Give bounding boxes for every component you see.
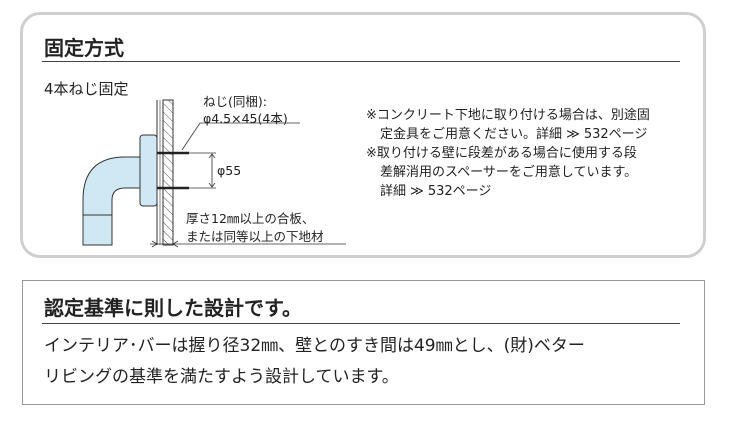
- fixing-method-panel: [20, 12, 706, 258]
- certification-panel: [22, 280, 705, 405]
- note-line: ※取り付ける壁に段差がある場合に使用する段: [366, 146, 637, 161]
- section-title: 固定方式: [44, 36, 124, 60]
- certification-title: 認定基準に則した設計です。: [44, 296, 302, 320]
- wall: [162, 99, 174, 246]
- pipe: [82, 156, 143, 246]
- pitch-label: φ55: [217, 163, 242, 178]
- body-line: インテリア･バーは握り径32㎜、壁とのすき間は49㎜とし、(財)ベター: [44, 336, 585, 356]
- notes: ※コンクリート下地に取り付ける場合は、別途固 定金具をご用意ください。詳細 ≫ …: [366, 106, 650, 201]
- flange: [139, 134, 158, 207]
- note-line: 差解消用のスペーサーをご用意しています。: [380, 165, 638, 180]
- divider: [42, 61, 680, 62]
- base-label-2: または同等以上の下地材: [186, 229, 324, 244]
- screw-label: ねじ(同梱):: [203, 94, 267, 109]
- section-subtitle: 4本ねじ固定: [44, 80, 129, 98]
- divider: [42, 323, 680, 324]
- note-line: 定金具をご用意ください。詳細 ≫ 532ページ: [380, 127, 648, 142]
- note-line: 詳細 ≫ 532ページ: [380, 184, 492, 199]
- certification-body: インテリア･バーは握り径32㎜、壁とのすき間は49㎜とし、(財)ベター リビング…: [44, 331, 585, 393]
- note-line: ※コンクリート下地に取り付ける場合は、別途固: [366, 108, 650, 123]
- screw-spec: φ4.5×45(4本): [203, 111, 288, 126]
- screw: [157, 151, 189, 190]
- base-label-1: 厚さ12㎜以上の合板、: [186, 211, 315, 226]
- body-line: リビングの基準を満たすよう設計しています。: [44, 367, 399, 387]
